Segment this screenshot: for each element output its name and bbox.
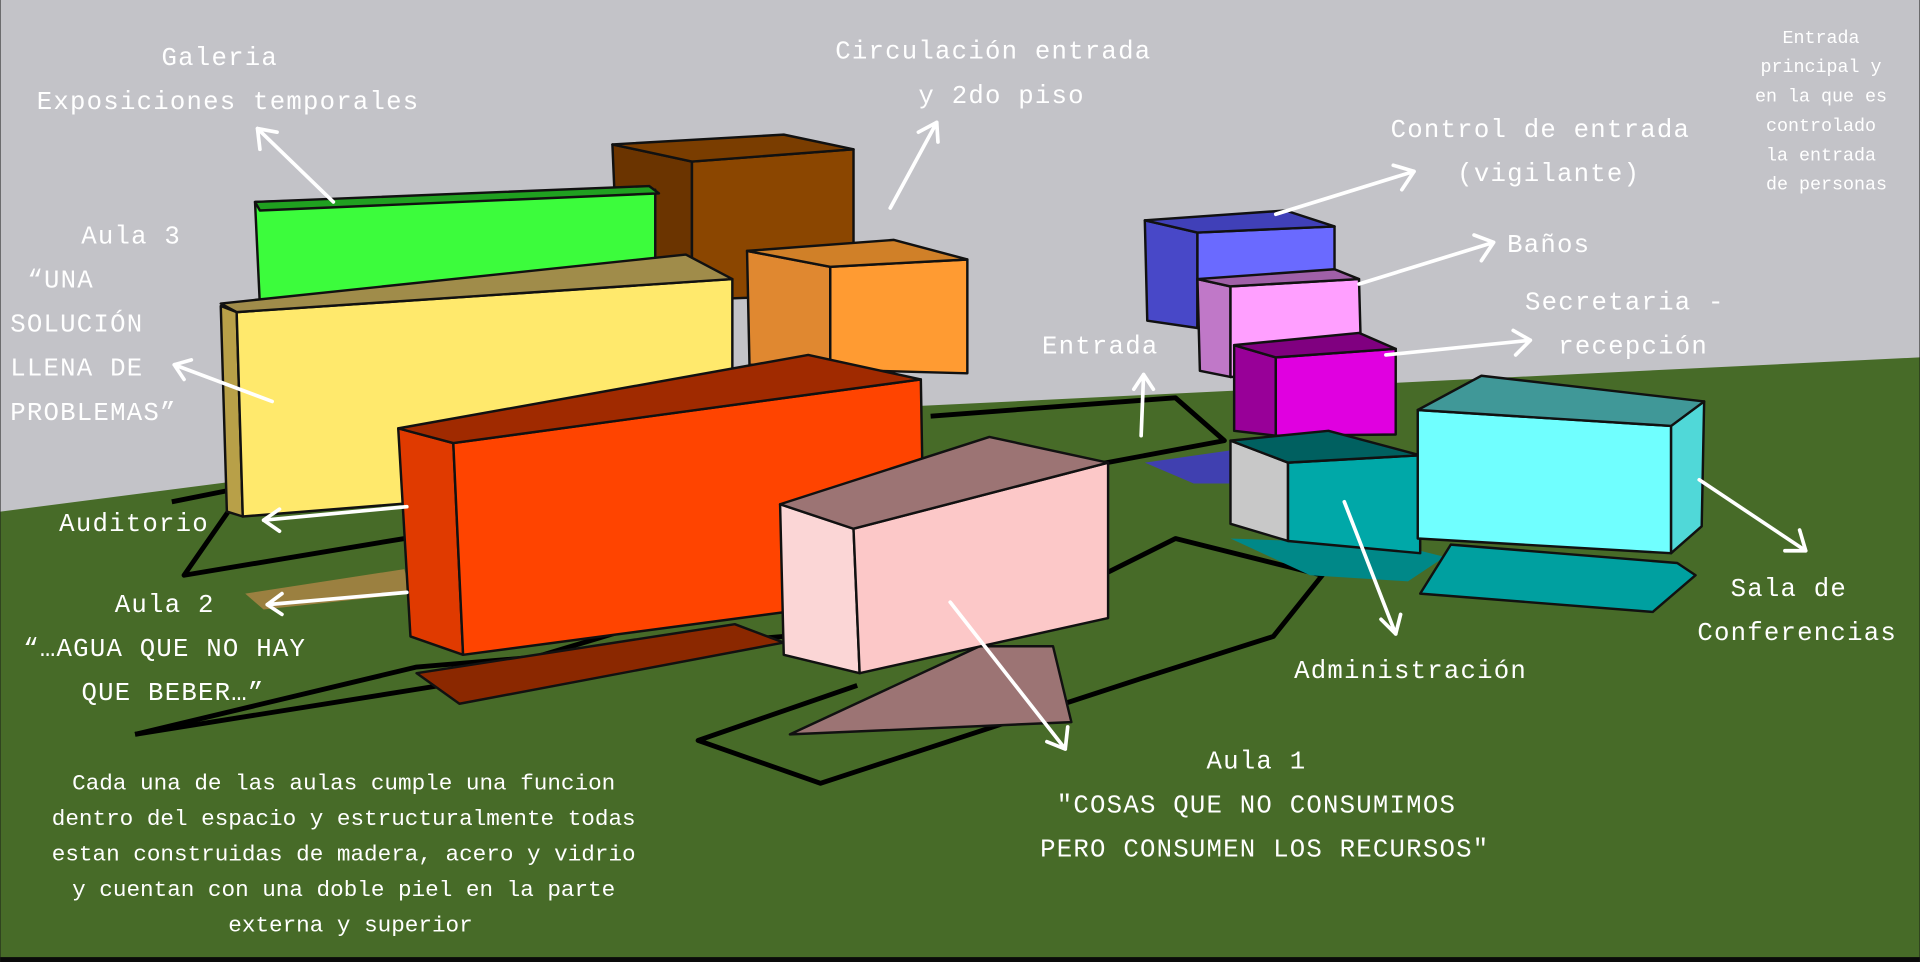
bottom-bar — [0, 957, 1920, 962]
arrow-entrada — [1131, 372, 1156, 438]
description-note: Cada una de las aulas cumple una funcion… — [52, 770, 649, 938]
arrow-secretaria — [1384, 328, 1533, 357]
label-secretaria: Secretaria - recepción — [1525, 289, 1741, 362]
arrow-administracion — [1342, 499, 1403, 636]
administracion-block — [1229, 429, 1422, 555]
label-sala: Sala de Conferencias — [1697, 575, 1897, 648]
secretaria-block — [1232, 331, 1397, 437]
label-auditorio: Auditorio — [59, 510, 209, 539]
label-control: Control de entrada (vigilante) — [1391, 116, 1707, 189]
label-circulacion: Circulación entrada y 2do piso — [835, 38, 1168, 111]
arrow-control — [1273, 163, 1416, 217]
arrow-aula2 — [265, 590, 409, 617]
label-entrada: Entrada — [1042, 333, 1158, 362]
label-aula3: Aula 3 “UNA SOLUCIÓN LLENA DE PROBLEMAS” — [10, 223, 197, 428]
label-banos: Baños — [1507, 231, 1590, 260]
auditorio-floor — [245, 569, 411, 610]
aula1-block — [778, 435, 1110, 675]
label-administracion: Administración — [1294, 657, 1527, 686]
label-entrada-principal: Entrada principal y en la que es control… — [1755, 28, 1898, 196]
label-aula1: Aula 1 "COSAS QUE NO CONSUMIMOS PERO CON… — [1040, 748, 1489, 865]
sala-block — [1416, 374, 1706, 555]
label-galeria: Galeria Exposiciones temporales — [37, 44, 420, 117]
sala-floor — [1418, 543, 1697, 614]
arrow-banos — [1357, 233, 1496, 286]
ground-outline — [171, 484, 405, 578]
arrow-aula1 — [948, 600, 1070, 751]
orange-block — [745, 238, 969, 375]
arrow-sala — [1697, 477, 1808, 553]
arrow-galeria — [255, 126, 336, 204]
entrada-floor — [1144, 450, 1231, 484]
arrow-circulacion — [888, 120, 940, 210]
arrow-auditorio — [261, 504, 409, 534]
aula2-block — [396, 353, 926, 657]
arrow-aula3 — [172, 357, 274, 404]
label-aula2: Aula 2 “…AGUA QUE NO HAY QUE BEBER…” — [23, 591, 323, 708]
